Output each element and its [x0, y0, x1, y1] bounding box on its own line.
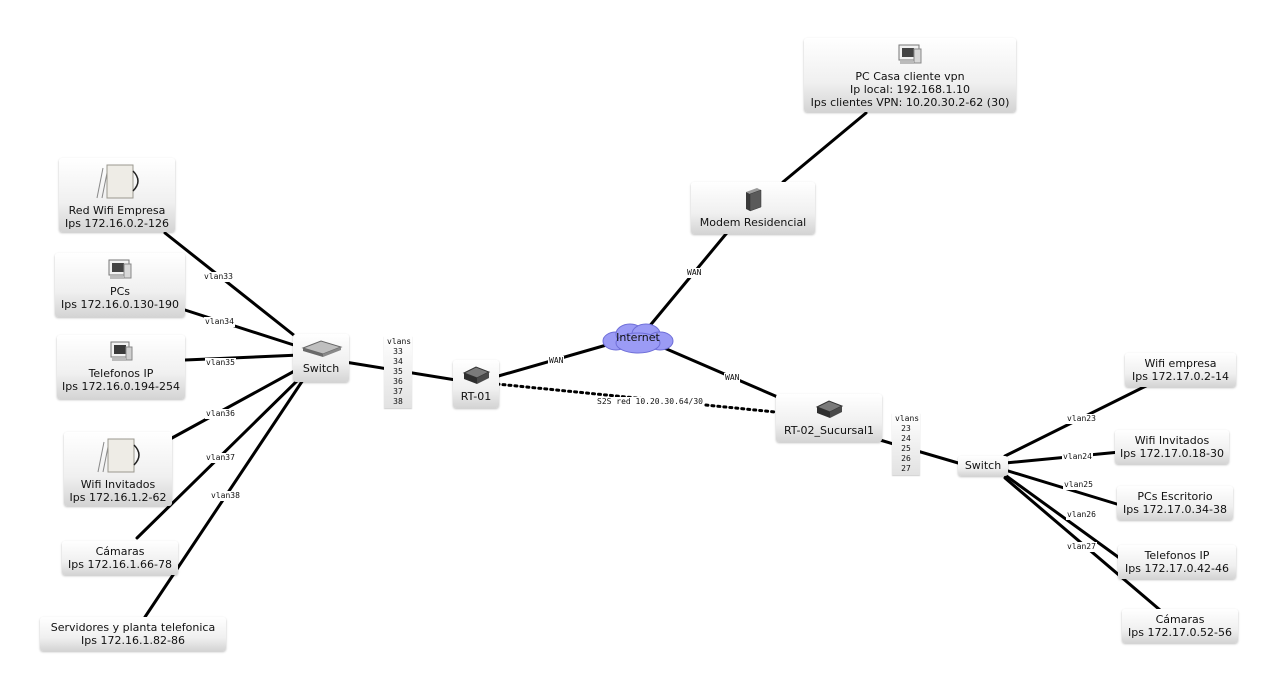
vlan-id: 25 — [901, 444, 911, 453]
node-rt-01[interactable]: RT-01 — [453, 360, 499, 408]
vlan-id: 34 — [393, 357, 403, 366]
node-camaras[interactable]: Cámaras Ips 172.16.1.66-78 — [62, 541, 178, 575]
switch-icon — [301, 340, 343, 357]
node-pc-casa-cliente-vpn[interactable]: PC Casa cliente vpn Ip local: 192.168.1.… — [804, 38, 1016, 112]
wifi-ap-icon — [97, 438, 140, 473]
node-label: Switch — [964, 459, 1002, 472]
edge-label-vlan23: vlan23 — [1066, 414, 1097, 424]
node-label: Switch — [302, 362, 340, 375]
vlans-title: vlans — [895, 414, 920, 423]
node-label: Cámaras — [1155, 613, 1205, 626]
node-label: PC Casa cliente vpn — [855, 70, 965, 83]
wifi-ap-icon — [96, 164, 139, 199]
node-label: Wifi empresa — [1144, 357, 1217, 370]
vlans-title: vlans — [387, 337, 412, 346]
link-wifi-empresa — [163, 231, 302, 342]
node-pcs[interactable]: PCs Ips 172.16.0.130-190 — [55, 253, 185, 317]
node-switch-right[interactable]: Switch — [958, 456, 1008, 476]
pc-icon — [898, 44, 922, 64]
node-label: Wifi Invitados — [80, 478, 156, 491]
vlan-id: 36 — [393, 377, 403, 386]
node-r-wifi-empresa[interactable]: Wifi empresa Ips 172.17.0.2-14 — [1125, 353, 1236, 387]
edge-label-vlan27: vlan27 — [1066, 542, 1097, 552]
node-label: Cámaras — [95, 545, 145, 558]
edge-label-vlan25: vlan25 — [1063, 480, 1094, 490]
router-icon — [815, 400, 844, 418]
node-ip-range: Ips 172.17.0.18-30 — [1120, 447, 1224, 460]
node-ip-range: Ips 172.17.0.52-56 — [1128, 626, 1232, 639]
link-pcs — [183, 308, 302, 349]
node-modem-residencial[interactable]: Modem Residencial — [691, 182, 815, 234]
node-r-telefonos-ip[interactable]: Telefonos IP Ips 172.17.0.42-46 — [1118, 545, 1236, 579]
vlan-id: 26 — [901, 454, 911, 463]
vlan-id: 37 — [393, 387, 403, 396]
node-label: Internet — [616, 331, 660, 344]
link-r-pcs — [1003, 468, 1122, 507]
edge-label-vlan38: vlan38 — [210, 491, 241, 501]
edge-label-vlan36: vlan36 — [205, 409, 236, 419]
node-label: PCs Escritorio — [1137, 490, 1213, 503]
cloud-icon — [602, 323, 674, 354]
trunk-vlans-right: vlans 23 24 25 26 27 — [892, 413, 920, 475]
edge-label-s2s: S2S red 10.20.30.64/30 — [596, 397, 704, 407]
node-label: Telefonos IP — [1144, 549, 1210, 562]
edge-label-vlan24: vlan24 — [1062, 452, 1093, 462]
vlan-id: 24 — [901, 434, 911, 443]
trunk-vlans-left: vlans 33 34 35 36 37 38 — [384, 336, 412, 408]
node-ip-range: Ips 172.16.1.82-86 — [81, 634, 185, 647]
edge-label-vlan35: vlan35 — [205, 358, 236, 368]
vlan-id: 27 — [901, 464, 911, 473]
node-servidores[interactable]: Servidores y planta telefonica Ips 172.1… — [40, 617, 226, 651]
router-icon — [462, 366, 491, 384]
node-ip-range: Ips 172.16.0.194-254 — [62, 380, 180, 393]
node-ip-range: Ips 172.16.0.2-126 — [65, 217, 169, 230]
ip-phone-icon — [110, 341, 133, 361]
vlan-id: 33 — [393, 347, 403, 356]
node-ip-range: Ips 172.17.0.2-14 — [1132, 370, 1229, 383]
link-modem-pccasa — [781, 111, 868, 184]
node-label: RT-01 — [460, 390, 492, 403]
node-internet[interactable]: Internet — [600, 321, 676, 355]
modem-icon — [746, 188, 762, 212]
node-ip-range: Ips 172.16.1.2-62 — [69, 491, 167, 504]
node-r-pcs-escritorio[interactable]: PCs Escritorio Ips 172.17.0.34-38 — [1117, 486, 1233, 520]
edge-label-wan-rt02: WAN — [724, 373, 741, 383]
edge-label-wan-rt01: WAN — [548, 356, 565, 366]
edge-label-vlan26: vlan26 — [1066, 510, 1097, 520]
node-r-camaras[interactable]: Cámaras Ips 172.17.0.52-56 — [1122, 609, 1238, 643]
node-wifi-invitados[interactable]: Wifi Invitados Ips 172.16.1.2-62 — [64, 432, 172, 506]
node-label: Red Wifi Empresa — [68, 204, 166, 217]
link-r-telefonos — [1003, 473, 1127, 564]
node-rt-02-sucursal1[interactable]: RT-02_Sucursal1 — [776, 394, 882, 442]
node-label: Servidores y planta telefonica — [50, 621, 216, 634]
vlan-id: 35 — [393, 367, 403, 376]
edge-label-vlan37: vlan37 — [205, 453, 236, 463]
edge-label-vlan34: vlan34 — [204, 317, 235, 327]
node-label: Wifi Invitados — [1134, 434, 1210, 447]
node-ip-range: Ips 172.16.1.66-78 — [68, 558, 172, 571]
node-label: PCs — [109, 285, 131, 298]
node-r-wifi-invitados[interactable]: Wifi Invitados Ips 172.17.0.18-30 — [1115, 430, 1229, 464]
link-internet-rt02 — [653, 342, 782, 400]
node-local-ip: Ip local: 192.168.1.10 — [849, 83, 971, 96]
node-red-wifi-empresa[interactable]: Red Wifi Empresa Ips 172.16.0.2-126 — [59, 158, 175, 232]
node-ip-range: Ips 172.16.0.130-190 — [61, 298, 179, 311]
edge-label-wan-modem: WAN — [686, 268, 703, 278]
node-switch-left[interactable]: Switch — [293, 334, 349, 382]
link-wifi-invitados — [170, 366, 302, 440]
link-telefonos — [183, 353, 302, 362]
vlan-id: 23 — [901, 424, 911, 433]
node-telefonos-ip[interactable]: Telefonos IP Ips 172.16.0.194-254 — [57, 335, 185, 399]
node-label: Telefonos IP — [88, 367, 154, 380]
node-label: Modem Residencial — [699, 216, 807, 229]
node-ip-range: Ips 172.17.0.42-46 — [1125, 562, 1229, 575]
pc-icon — [108, 259, 132, 279]
node-label: RT-02_Sucursal1 — [783, 424, 875, 437]
node-ip-range: Ips 172.17.0.34-38 — [1123, 503, 1227, 516]
edge-label-vlan33: vlan33 — [203, 272, 234, 282]
vlan-id: 38 — [393, 397, 403, 406]
node-vpn-range: Ips clientes VPN: 10.20.30.2-62 (30) — [810, 96, 1010, 109]
